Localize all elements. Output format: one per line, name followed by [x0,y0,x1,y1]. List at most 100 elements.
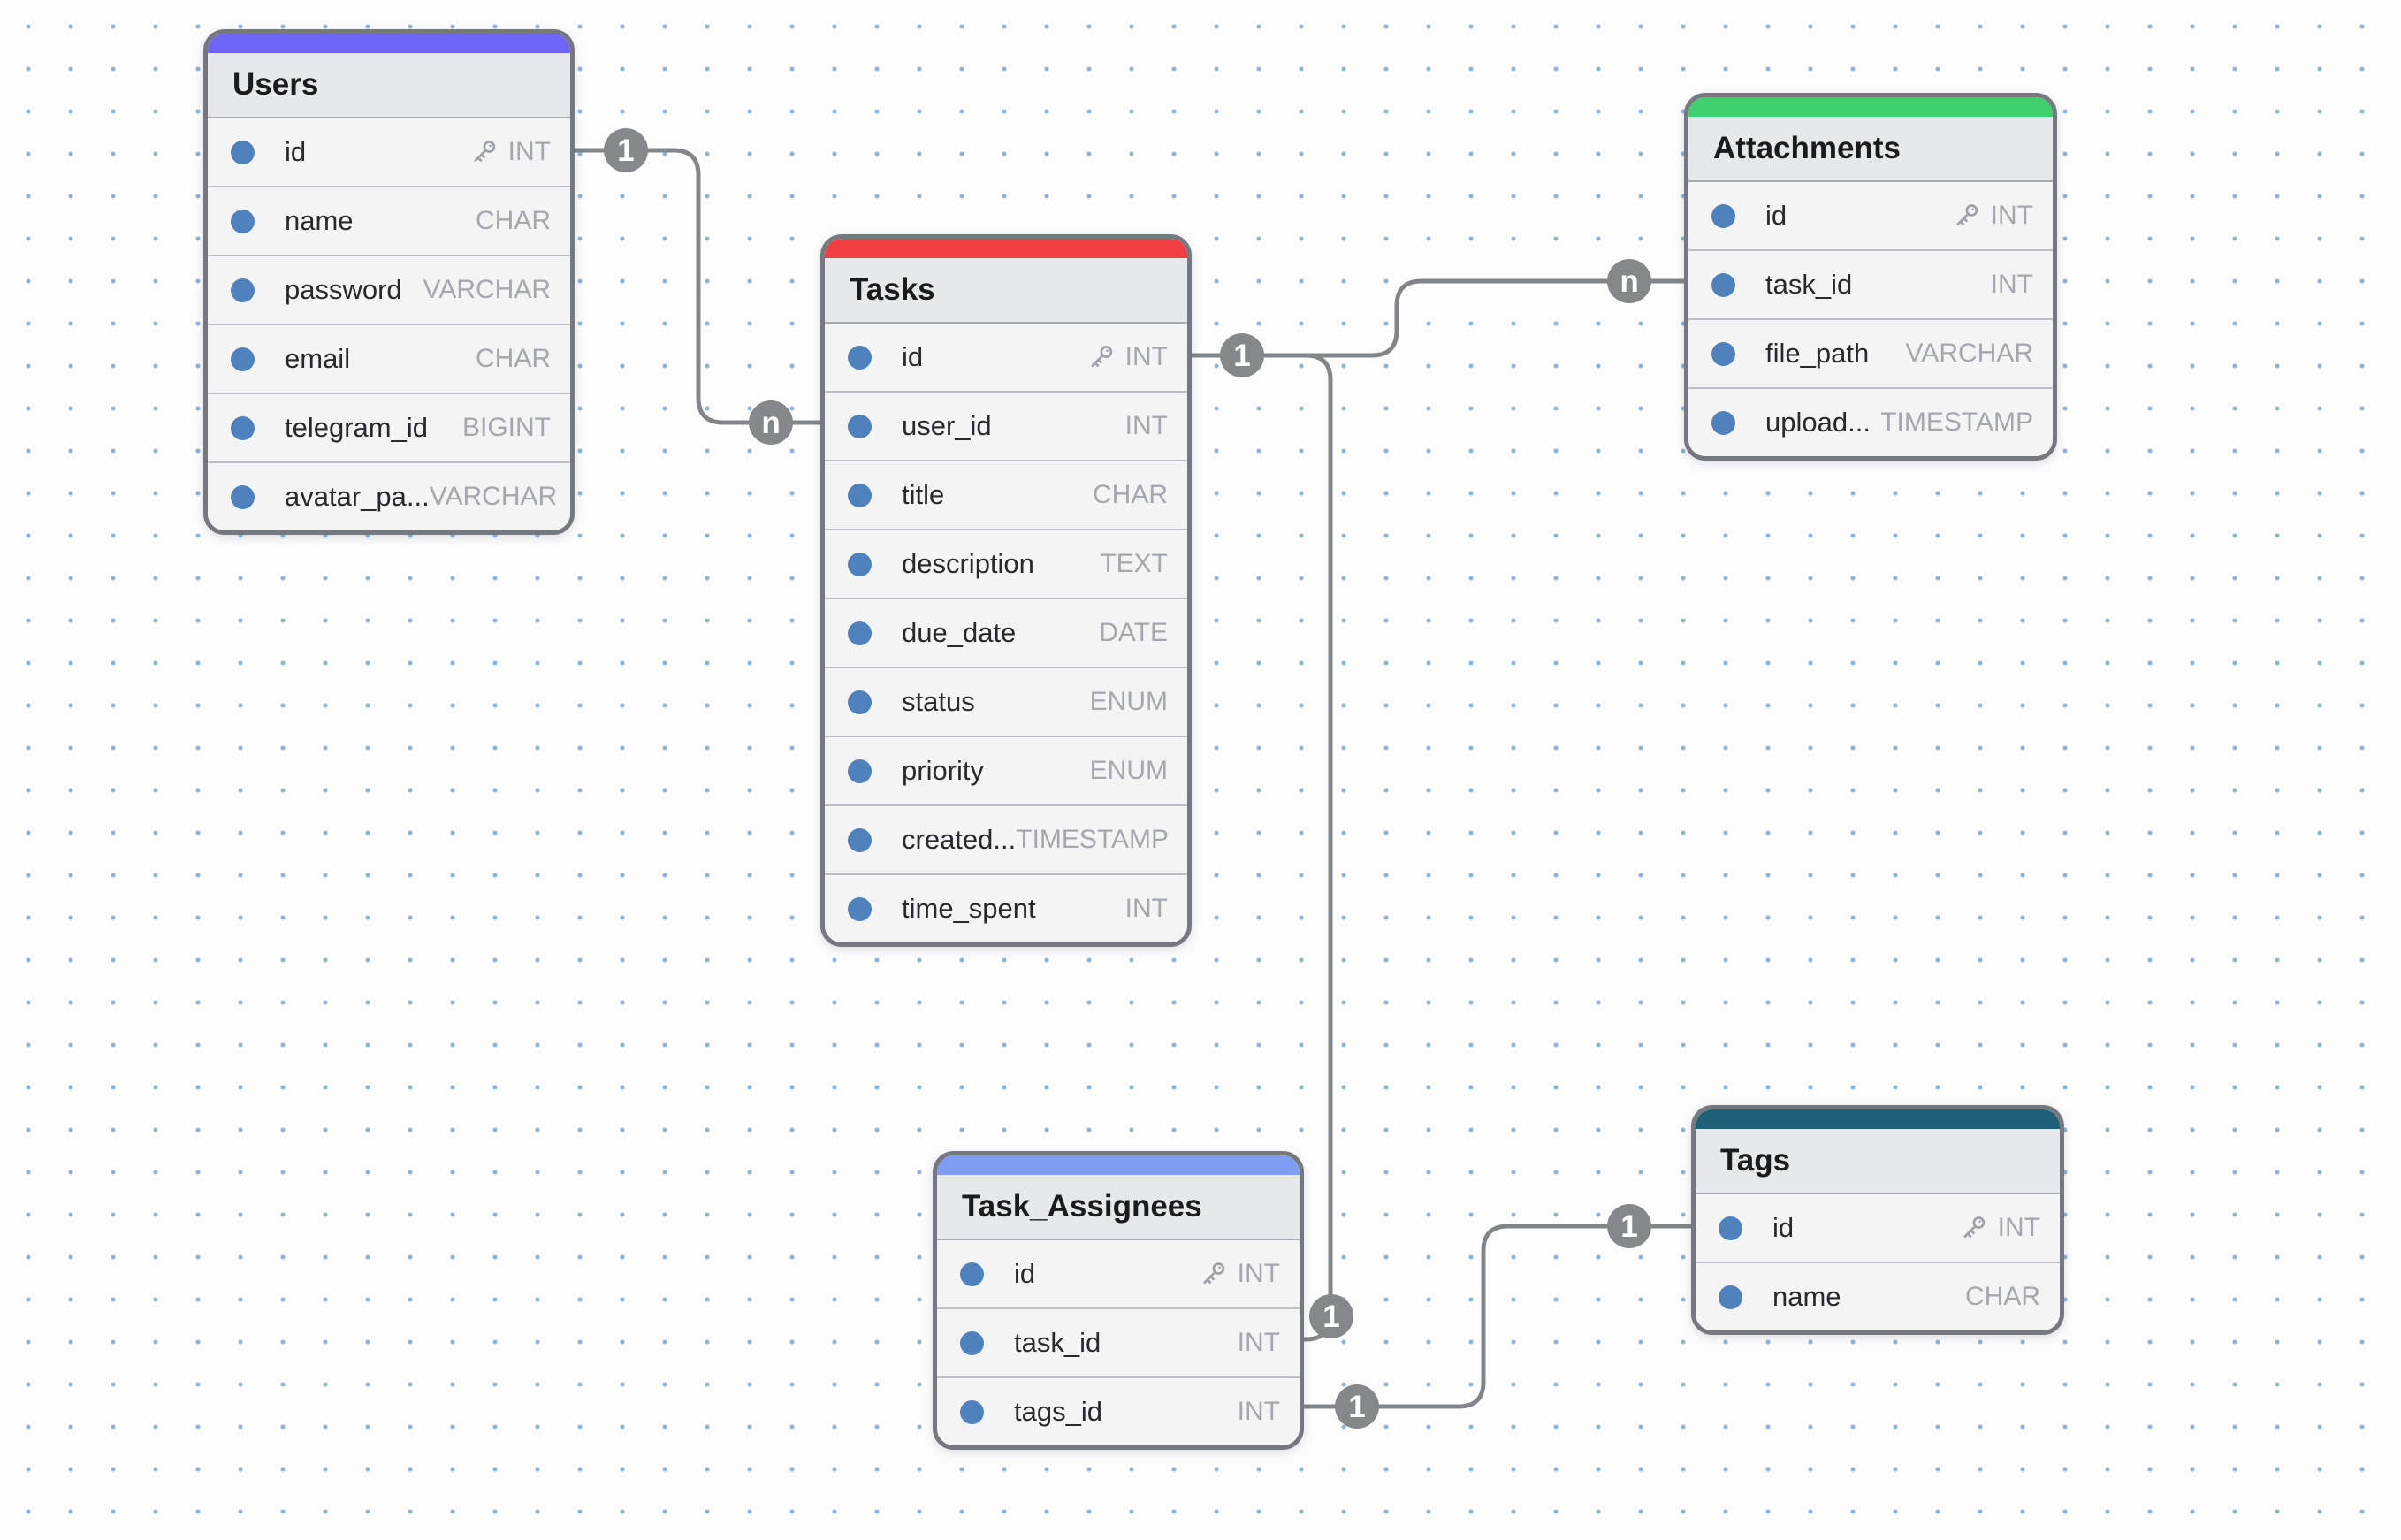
cardinality-badge-tasks-id: 1 [1220,333,1264,377]
cardinality-label: 1 [1322,1300,1339,1334]
field-name: name [285,205,354,236]
field-row[interactable]: name CHAR [1696,1262,2060,1330]
field-row[interactable]: task_id INT [1688,249,2053,318]
field-type: VARCHAR [430,482,557,512]
field-dot-icon [231,347,255,371]
primary-key-icon [1956,204,1978,225]
table-attachments[interactable]: Attachments id INT task_id INT file_path… [1684,93,2057,461]
field-type: INT [1125,894,1168,924]
connector-tasks-task-assignees[interactable] [1192,353,1333,1342]
field-name: id [1772,1212,1795,1243]
field-name: id [1014,1258,1036,1289]
field-row[interactable]: upload... TIMESTAMP [1688,387,2053,456]
field-row[interactable]: due_date DATE [825,598,1187,667]
table-title: Tasks [825,258,1187,324]
field-type: ENUM [1090,756,1168,786]
field-name: telegram_id [285,412,428,443]
field-row[interactable]: avatar_pa... VARCHAR [208,461,570,530]
field-row[interactable]: created... TIMESTAMP [825,804,1187,873]
field-dot-icon [848,552,872,576]
field-type-label: BIGINT [461,413,551,442]
cardinality-badge-tasks-user-id: n [749,400,793,445]
cardinality-label: n [1620,264,1638,299]
cardinality-label: 1 [617,133,634,168]
table-title: Attachments [1688,117,2053,182]
field-type-label: CHAR [475,344,551,373]
field-row[interactable]: id INT [208,118,570,186]
field-row[interactable]: user_id INT [825,391,1187,460]
connector-users-tasks[interactable] [575,148,820,425]
field-name: priority [902,755,985,786]
field-row[interactable]: id INT [937,1240,1300,1307]
field-type: INT [1199,1259,1280,1289]
field-type-label: INT [1124,342,1168,371]
field-type-label: CHAR [1964,1282,2040,1311]
field-type: INT [1238,1328,1280,1358]
table-title: Tags [1696,1129,2060,1194]
field-row[interactable]: title CHAR [825,460,1187,529]
field-type-label: INT [1237,1328,1280,1357]
field-row[interactable]: status ENUM [825,667,1187,736]
field-dot-icon [848,690,872,714]
field-dot-icon [848,345,872,370]
table-tags[interactable]: Tags id INT name CHAR [1691,1105,2064,1335]
field-name: file_path [1765,338,1870,369]
cardinality-badge-attachments-task-id: n [1607,259,1651,303]
field-name: description [902,548,1034,579]
table-accent-bar [937,1155,1300,1175]
primary-key-icon [1203,1262,1224,1284]
field-row[interactable]: password VARCHAR [208,255,570,324]
field-type-label: INT [1124,411,1168,440]
field-row[interactable]: description TEXT [825,529,1187,598]
field-row[interactable]: telegram_id BIGINT [208,393,570,461]
connector-tags-task-assignees[interactable] [1304,1224,1691,1409]
field-row[interactable]: tags_id INT [937,1376,1300,1445]
table-tasks[interactable]: Tasks id INT user_id INT title CHAR des [820,234,1192,947]
field-name: due_date [902,617,1017,648]
field-type: CHAR [1093,480,1168,510]
field-row[interactable]: name CHAR [208,186,570,255]
cardinality-label: 1 [1620,1209,1637,1244]
cardinality-badge-task-assignees-tags-id: 1 [1335,1384,1379,1429]
table-task-assignees[interactable]: Task_Assignees id INT task_id INT tags_i… [933,1151,1304,1450]
field-row[interactable]: file_path VARCHAR [1688,318,2053,387]
field-row[interactable]: id INT [1696,1194,2060,1262]
field-type: INT [1125,411,1168,441]
table-accent-bar [825,239,1187,258]
table-users[interactable]: Users id INT name CHAR password VARCHAR [203,29,575,535]
field-dot-icon [848,896,872,921]
field-type: TIMESTAMP [1016,825,1169,855]
primary-key-icon [1091,346,1112,367]
table-title: Users [208,53,570,118]
field-row[interactable]: email CHAR [208,324,570,393]
primary-key-icon [474,141,495,162]
connector-tasks-attachments[interactable] [1192,278,1684,358]
field-dot-icon [231,484,255,509]
field-name: user_id [902,410,992,441]
field-type-label: INT [1124,894,1168,923]
field-row[interactable]: time_spent INT [825,873,1187,942]
field-row[interactable]: id INT [825,324,1187,391]
primary-key-icon [1963,1216,1985,1238]
field-dot-icon [960,1330,984,1355]
field-name: task_id [1014,1327,1101,1358]
field-type-label: INT [1997,1213,2040,1242]
field-type: INT [1959,1213,2040,1243]
field-row[interactable]: id INT [1688,182,2053,249]
field-type: DATE [1099,618,1168,648]
field-type: CHAR [476,206,551,236]
field-row[interactable]: priority ENUM [825,736,1187,804]
field-type: CHAR [476,344,551,374]
field-type: INT [1086,342,1168,372]
field-type: TIMESTAMP [1880,408,2033,438]
field-name: id [902,341,924,372]
table-accent-bar [208,34,570,53]
field-row[interactable]: task_id INT [937,1307,1300,1376]
field-type-label: DATE [1099,618,1168,647]
field-type: INT [1952,201,2033,231]
field-name: task_id [1765,269,1853,300]
cardinality-badge-tags-id: 1 [1607,1204,1651,1248]
field-dot-icon [231,209,255,233]
